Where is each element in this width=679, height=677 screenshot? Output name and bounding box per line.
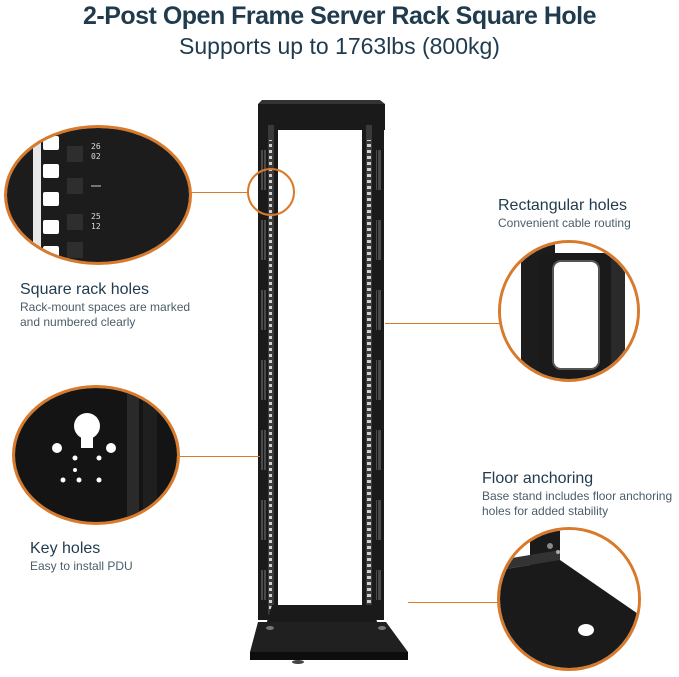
- rack-number-26: 26: [91, 142, 101, 151]
- key-holes-desc-1: Easy to install PDU: [30, 559, 133, 573]
- rect-holes-title: Rectangular holes: [498, 197, 627, 214]
- key-holes-title: Key holes: [30, 540, 101, 557]
- square-holes-desc-2: and numbered clearly: [20, 315, 136, 329]
- connector-key-holes: [180, 456, 260, 457]
- page-subtitle: Supports up to 1763lbs (800kg): [179, 33, 500, 59]
- connector-floor-anchor: [408, 602, 498, 603]
- page-title: 2-Post Open Frame Server Rack Square Hol…: [82, 2, 597, 30]
- key-holes-callout: [12, 385, 180, 525]
- square-holes-desc-1: Rack-mount spaces are marked: [20, 300, 191, 314]
- square-holes-title: Square rack holes: [20, 281, 149, 298]
- connector-square-holes: [190, 192, 248, 193]
- square-holes-callout: 26 02 25 12: [4, 125, 192, 265]
- floor-anchor-desc-1: Base stand includes floor anchoring: [482, 489, 673, 503]
- floor-anchor-callout: [497, 527, 641, 671]
- floor-anchor-title: Floor anchoring: [482, 470, 594, 487]
- rack-number-12: 12: [91, 222, 101, 231]
- rack-highlight-ring: [247, 168, 295, 216]
- connector-rect-holes: [385, 323, 500, 324]
- floor-anchor-desc-2: holes for added stability: [482, 504, 609, 518]
- rack-number-25: 25: [91, 212, 101, 221]
- rect-holes-callout: [498, 240, 640, 382]
- rack-top-bar: [258, 104, 385, 130]
- rack-number-02: 02: [91, 152, 101, 161]
- rack-base-bar: [266, 605, 378, 625]
- rect-holes-desc-1: Convenient cable routing: [498, 216, 631, 230]
- rack-base-plate: [250, 622, 408, 652]
